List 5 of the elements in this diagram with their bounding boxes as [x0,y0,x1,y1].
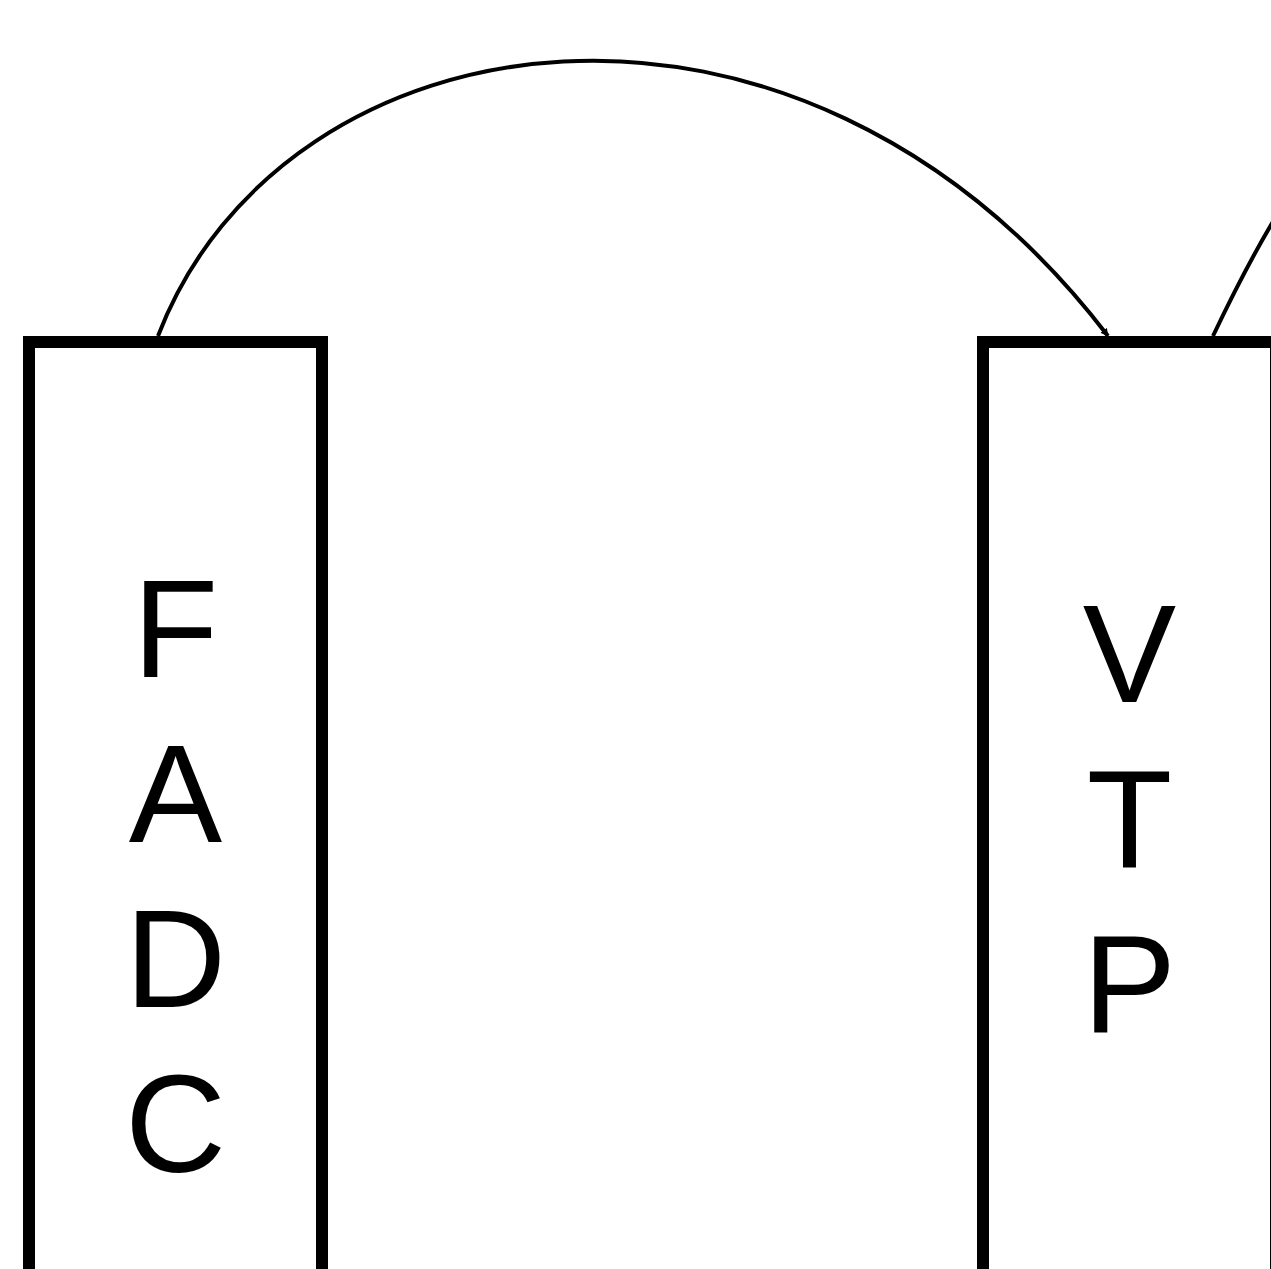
module-box [23,336,328,1269]
module-label: FADC [123,549,228,1204]
module-box [977,336,1271,1269]
curved-arrow [156,59,1110,338]
module-label: VTP [1081,574,1178,1064]
